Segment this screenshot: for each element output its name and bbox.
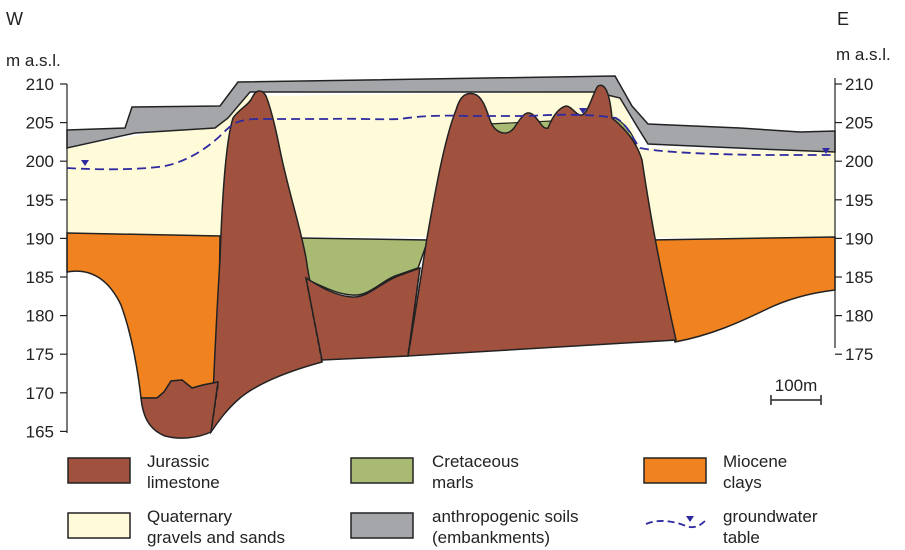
legend-marls-line1: Cretaceous (432, 452, 519, 471)
left-axis-tick-label: 175 (26, 345, 54, 364)
right-axis-tick-label: 175 (845, 345, 873, 364)
west-label: W (6, 9, 23, 29)
legend-item-marls: Cretaceous marls (351, 452, 524, 492)
legend-swatch-gravels (68, 513, 130, 538)
scale-bar: 100m (771, 376, 821, 405)
right-axis-tick-label: 185 (845, 268, 873, 287)
right-axis-tick-label: 190 (845, 229, 873, 248)
legend-groundwater-line1: groundwater (723, 507, 818, 526)
legend-swatch-clays (644, 458, 706, 483)
right-axis-tick-label: 205 (845, 114, 873, 133)
legend-clays-line1: Miocene (723, 452, 787, 471)
svg-text:Miocene clays: Miocene clays (723, 452, 792, 492)
svg-text:Quaternary gravels and: Quaternary gravels and sands (147, 507, 285, 547)
legend-item-limestone: Jurassic limestone (68, 452, 220, 492)
right-axis-tick-label: 210 (845, 75, 873, 94)
legend-groundwater-line-sample (646, 520, 706, 527)
left-axis-tick-label: 200 (26, 152, 54, 171)
legend-swatch-soils (351, 513, 413, 538)
legend-gravels-line2: gravels and sands (147, 528, 285, 547)
legend-limestone-line2: limestone (147, 473, 220, 492)
east-label: E (837, 9, 849, 29)
legend-marls-line2: marls (432, 473, 474, 492)
right-axis-tick-label: 195 (845, 191, 873, 210)
legend-limestone-line1: Jurassic (147, 452, 210, 471)
left-axis-tick-label: 195 (26, 191, 54, 210)
clays-layer-right (650, 237, 835, 342)
legend-soils-line1: anthropogenic soils (432, 507, 578, 526)
left-axis-tick-label: 190 (26, 229, 54, 248)
left-axis-tick-label: 165 (26, 422, 54, 441)
svg-text:anthropogenic soils (e: anthropogenic soils (embankments) (432, 507, 583, 547)
legend-gravels-line1: Quaternary (147, 507, 233, 526)
svg-text:Cretaceous marls: Cretaceous marls (432, 452, 524, 492)
left-axis-tick-label: 205 (26, 114, 54, 133)
left-axis-ticks: 210 205 200 195 190 185 180 175 170 165 (26, 75, 67, 441)
unit-label-left: m a.s.l. (6, 51, 61, 70)
left-axis-tick-label: 210 (26, 75, 54, 94)
legend-groundwater-marker (686, 516, 694, 522)
legend-item-soils: anthropogenic soils (embankments) (351, 507, 583, 547)
right-axis-tick-label: 200 (845, 152, 873, 171)
legend-swatch-marls (351, 458, 413, 483)
clays-layer-left (67, 233, 220, 398)
right-axis-tick-label: 180 (845, 307, 873, 326)
legend-swatch-limestone (68, 458, 130, 483)
svg-text:Jurassic limestone: Jurassic limestone (147, 452, 220, 492)
unit-label-right: m a.s.l. (836, 45, 891, 64)
legend-item-clays: Miocene clays (644, 452, 792, 492)
legend-item-groundwater: groundwater table (646, 507, 822, 547)
legend-clays-line2: clays (723, 473, 762, 492)
left-axis-tick-label: 170 (26, 384, 54, 403)
legend-soils-line2: (embankments) (432, 528, 550, 547)
legend-groundwater-line2: table (723, 528, 760, 547)
svg-text:groundwater table: groundwater table (723, 507, 822, 547)
left-axis-tick-label: 185 (26, 268, 54, 287)
scale-bar-label: 100m (775, 376, 818, 395)
legend-item-gravels: Quaternary gravels and sands (68, 507, 285, 547)
left-axis-tick-label: 180 (26, 307, 54, 326)
right-axis-ticks: 210 205 200 195 190 185 180 175 (835, 75, 873, 364)
legend: Jurassic limestone Cretaceous marls Mioc… (68, 452, 822, 547)
